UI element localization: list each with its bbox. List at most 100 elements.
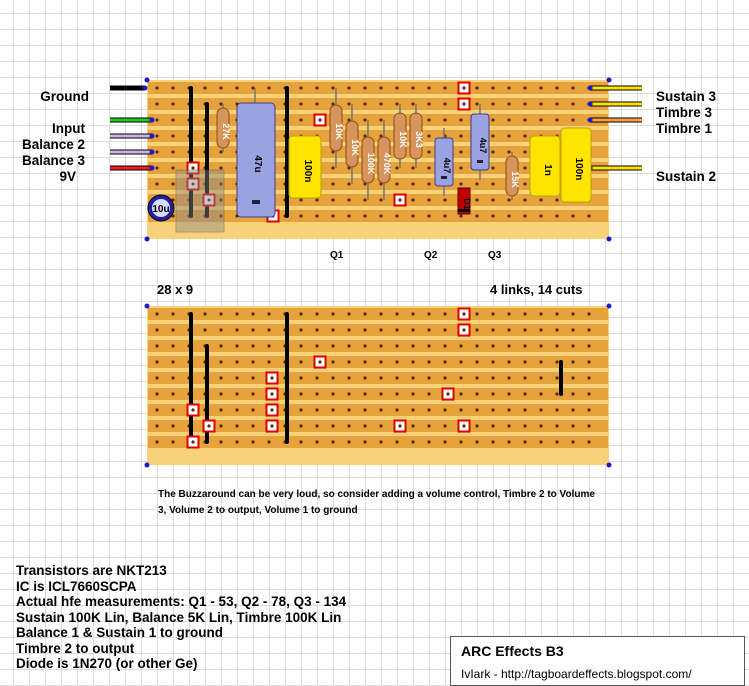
- note-pots: Sustain 100K Lin, Balance 5K Lin, Timbre…: [16, 609, 342, 625]
- bottom-hole: [459, 344, 463, 348]
- top-hole: [347, 214, 351, 218]
- top-hole: [171, 86, 175, 90]
- bottom-hole: [443, 360, 447, 364]
- bottom-hole: [443, 312, 447, 316]
- bottom-corner-marker: [606, 462, 612, 468]
- top-corner-marker: [606, 236, 612, 242]
- resistor-15k-body: [505, 155, 519, 197]
- bottom-hole: [571, 440, 575, 444]
- bottom-hole: [379, 328, 383, 332]
- bottom-corner-marker: [144, 462, 150, 468]
- bottom-hole: [555, 344, 559, 348]
- top-hole: [507, 118, 511, 122]
- resistor-15k-label: 15K: [510, 171, 520, 188]
- bottom-hole: [219, 440, 223, 444]
- cap-47u-body: [236, 102, 276, 218]
- top-hole: [475, 198, 479, 202]
- bottom-hole: [427, 424, 431, 428]
- bottom-hole: [171, 392, 175, 396]
- bottom-hole: [363, 440, 367, 444]
- top-hole: [443, 214, 447, 218]
- bottom-hole: [331, 440, 335, 444]
- bottom-hole: [427, 328, 431, 332]
- bottom-hole: [363, 392, 367, 396]
- resistor-10k-c-body: [393, 112, 407, 160]
- top-cut-hole: [207, 198, 211, 202]
- bottom-cut-hole: [270, 424, 274, 428]
- bottom-hole: [235, 440, 239, 444]
- bottom-hole: [411, 440, 415, 444]
- bottom-hole: [171, 312, 175, 316]
- bottom-hole: [539, 376, 543, 380]
- bottom-hole: [539, 408, 543, 412]
- top-hole: [155, 118, 159, 122]
- credit-box: ARC Effects B3 IvIark - http://tagboarde…: [450, 636, 745, 686]
- top-hole: [379, 118, 383, 122]
- top-hole: [235, 86, 239, 90]
- top-hole: [571, 86, 575, 90]
- bottom-hole: [427, 392, 431, 396]
- top-hole: [571, 214, 575, 218]
- top-cut-hole: [191, 166, 195, 170]
- bottom-hole: [507, 440, 511, 444]
- bottom-hole: [315, 392, 319, 396]
- bottom-hole: [235, 360, 239, 364]
- board-size: 28 x 9: [157, 282, 194, 297]
- top-hole: [491, 86, 495, 90]
- cap-4u7-b-stripe: [477, 160, 483, 163]
- bottom-hole: [331, 344, 335, 348]
- bottom-hole: [459, 440, 463, 444]
- top-hole: [411, 182, 415, 186]
- bottom-hole: [299, 408, 303, 412]
- bottom-hole: [555, 408, 559, 412]
- cap-1n-label: 1n: [542, 164, 553, 176]
- bottom-hole: [171, 328, 175, 332]
- top-hole: [347, 86, 351, 90]
- bottom-hole: [347, 424, 351, 428]
- top-hole: [571, 102, 575, 106]
- bottom-hole: [155, 344, 159, 348]
- top-hole: [331, 86, 335, 90]
- cap-4u7-a-stripe: [441, 176, 447, 179]
- bottom-hole: [539, 328, 543, 332]
- top-hole: [363, 102, 367, 106]
- bottom-hole: [219, 376, 223, 380]
- top-hole: [331, 150, 335, 154]
- top-hole: [539, 86, 543, 90]
- bottom-hole: [443, 424, 447, 428]
- bottom-hole: [347, 328, 351, 332]
- wire-timbre-1-end: [587, 117, 593, 123]
- bottom-hole: [571, 408, 575, 412]
- bottom-hole: [411, 392, 415, 396]
- bottom-hole: [155, 312, 159, 316]
- bottom-hole: [523, 440, 527, 444]
- bottom-hole: [587, 424, 591, 428]
- top-hole: [459, 134, 463, 138]
- top-hole: [219, 166, 223, 170]
- diode-d1-band: [458, 209, 470, 212]
- top-hole: [459, 182, 463, 186]
- credit-url: IvIark - http://tagboardeffects.blogspot…: [461, 667, 692, 681]
- bottom-hole: [539, 440, 543, 444]
- cap-100n-a-label: 100n: [302, 160, 313, 183]
- bottom-hole: [491, 392, 495, 396]
- bottom-hole: [427, 376, 431, 380]
- note-ground: Balance 1 & Sustain 1 to ground: [16, 625, 224, 640]
- bottom-hole: [267, 360, 271, 364]
- top-hole: [411, 102, 415, 106]
- bottom-hole: [491, 440, 495, 444]
- top-hole: [155, 182, 159, 186]
- top-hole: [507, 134, 511, 138]
- label-input: Input: [52, 121, 85, 136]
- bottom-hole: [251, 440, 255, 444]
- top-corner-marker: [144, 77, 150, 83]
- bottom-hole: [299, 328, 303, 332]
- bottom-hole: [219, 392, 223, 396]
- bottom-hole: [363, 408, 367, 412]
- bottom-strip: [148, 324, 608, 336]
- bottom-hole: [555, 376, 559, 380]
- bottom-hole: [539, 392, 543, 396]
- bottom-hole: [235, 408, 239, 412]
- top-hole: [331, 182, 335, 186]
